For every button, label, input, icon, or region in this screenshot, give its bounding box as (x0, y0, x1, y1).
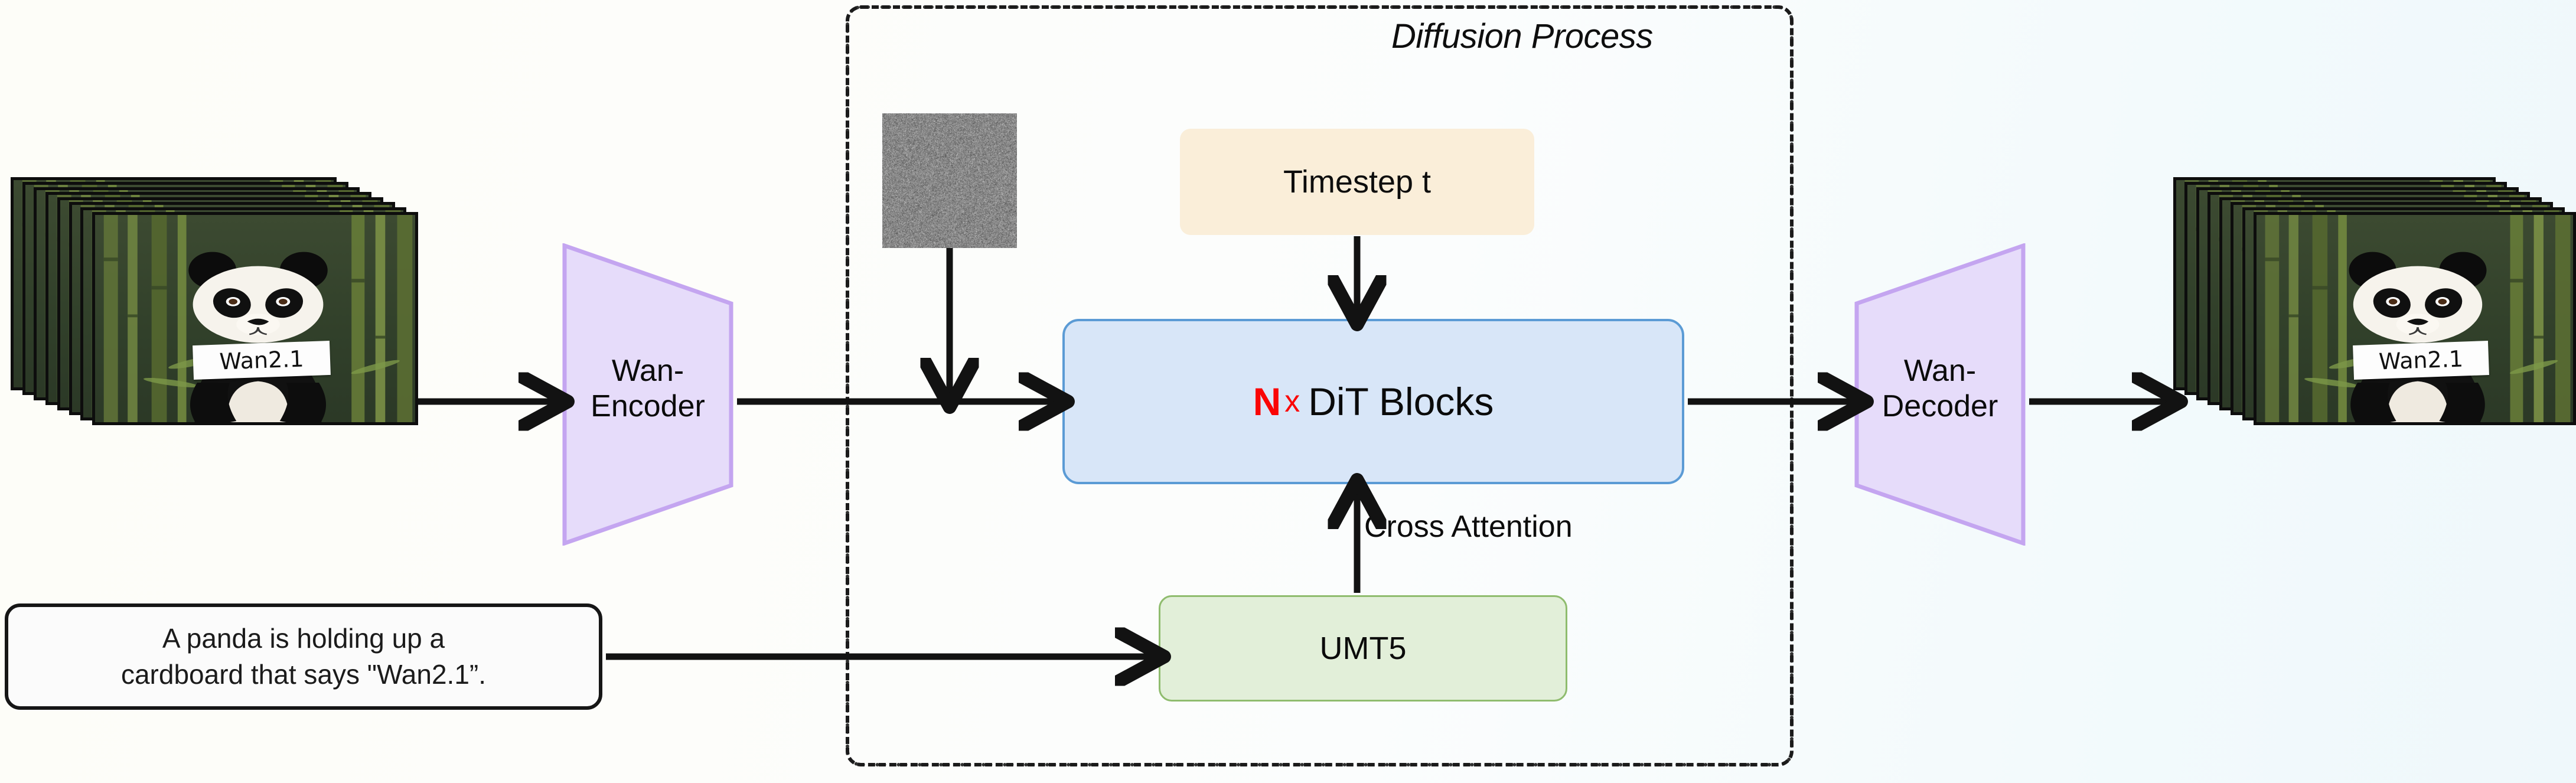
umt5-label: UMT5 (1320, 630, 1407, 667)
wan-decoder-node[interactable]: Wan- Decoder (1854, 243, 2026, 546)
timestep-label: Timestep t (1283, 164, 1431, 200)
panda-sign: Wan2.1 (2353, 341, 2489, 380)
output-video-frame-stack: Wan2.1 (2173, 177, 2576, 425)
prompt-line-1: A panda is holding up a (162, 623, 445, 654)
wan-encoder-node[interactable]: Wan- Encoder (562, 243, 733, 546)
wan-decoder-shape (1854, 243, 2026, 546)
panda-sign: Wan2.1 (193, 341, 331, 380)
timestep-node[interactable]: Timestep t (1180, 129, 1534, 235)
dit-blocks-node[interactable]: N x DiT Blocks (1062, 319, 1684, 484)
prompt-line-2: cardboard that says "Wan2.1”. (121, 659, 486, 690)
cross-attention-label: Cross Attention (1364, 509, 1573, 544)
video-frame: Wan2.1 (2254, 212, 2576, 425)
dit-repeat-count: N (1253, 379, 1282, 424)
gaussian-noise-patch (882, 113, 1017, 248)
wan-encoder-shape (562, 243, 733, 546)
video-frame: Wan2.1 (92, 212, 418, 425)
input-video-frame-stack: Wan2.1 (11, 177, 418, 425)
dit-multiply-sign: x (1284, 384, 1300, 419)
text-prompt-node[interactable]: A panda is holding up a cardboard that s… (5, 603, 602, 710)
diffusion-process-label: Diffusion Process (1391, 17, 1653, 56)
dit-blocks-label: DiT Blocks (1308, 379, 1494, 424)
umt5-node[interactable]: UMT5 (1159, 595, 1567, 702)
